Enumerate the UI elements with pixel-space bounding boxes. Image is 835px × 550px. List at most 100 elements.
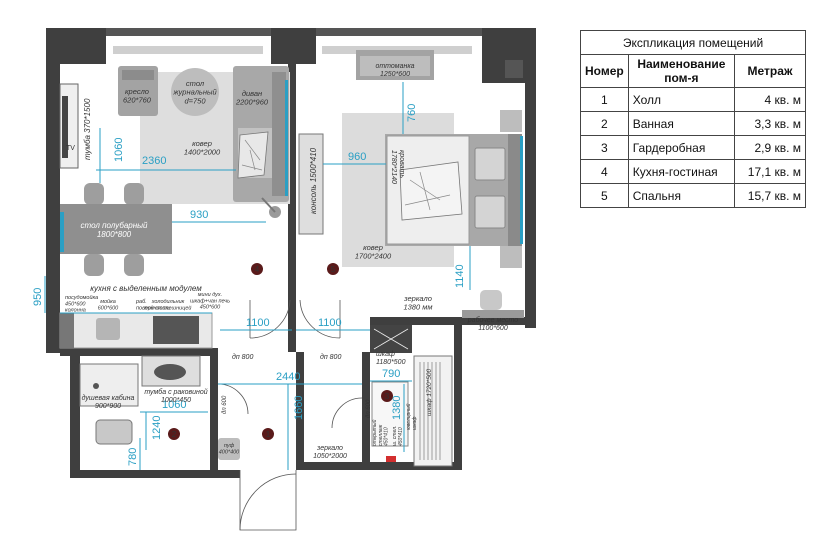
chair	[84, 183, 104, 205]
legend-num: 2	[580, 111, 629, 136]
door-label-right: дп 800	[320, 353, 341, 361]
door-label-left: дп 800	[232, 353, 253, 361]
legend-num: 4	[580, 159, 629, 184]
dim-2360: 2360	[142, 155, 166, 167]
wardrobe-right-label: шкаф 1720*500	[426, 368, 433, 416]
dim-930: 930	[190, 209, 208, 221]
tv-stand-label: тумба 370*1500	[83, 98, 92, 160]
dim-780: 780	[127, 448, 139, 466]
legend-area: 3,3 кв. м	[734, 111, 806, 136]
walls	[46, 28, 536, 478]
chair	[124, 254, 144, 276]
legend-area: 17,1 кв. м	[734, 159, 806, 184]
dim-960: 960	[348, 151, 366, 163]
dim-2440: 2440	[276, 371, 300, 383]
living-window	[113, 46, 263, 54]
chair	[124, 183, 144, 205]
room-marker-2: 2	[168, 428, 180, 440]
svg-text:5: 5	[331, 265, 336, 274]
red-marker	[386, 456, 396, 462]
svg-text:3: 3	[385, 392, 390, 401]
dim-1660: 1660	[293, 396, 305, 420]
shelf-label: открытыйстеллаж450*410	[371, 419, 390, 446]
svg-text:1: 1	[266, 430, 271, 439]
dim-790: 790	[382, 368, 400, 380]
kitchen-label: кухня с выделенным модулем	[90, 284, 202, 293]
door-600-wardrobe: дп 600	[366, 399, 372, 418]
legend-room-name: Гардеробная	[627, 135, 736, 160]
room-marker-4: 4	[251, 263, 263, 275]
dim-1100-left: 1100	[246, 317, 270, 329]
legend-num: 3	[580, 135, 629, 160]
tv-label: TV	[66, 145, 75, 152]
dim-1240: 1240	[151, 416, 163, 440]
legend-header-area: Метраж	[734, 54, 806, 88]
dim-1060-bath: 1060	[162, 399, 186, 411]
legend-room-name: Холл	[627, 87, 736, 112]
legend-header-row: Номер Наименование пом-я Метраж	[580, 54, 806, 88]
dim-760: 760	[406, 104, 418, 122]
jewelry-label: ювелирныйшкаф	[405, 403, 418, 430]
console	[298, 133, 324, 235]
console-label: консоль 1500*410	[309, 147, 318, 214]
throw-blanket	[237, 131, 269, 179]
legend-header-number: Номер	[580, 54, 629, 88]
shower	[79, 363, 139, 407]
plant-pot	[505, 60, 523, 78]
doors	[217, 299, 363, 531]
legend-area: 15,7 кв. м	[734, 183, 806, 208]
dim-1380: 1380	[391, 396, 403, 420]
legend-row: 1 Холл 4 кв. м	[580, 87, 806, 112]
coffee-table	[171, 68, 219, 116]
dim-1060: 1060	[113, 138, 125, 162]
room-marker-3: 3	[381, 390, 393, 402]
workplace-desk	[462, 310, 524, 318]
tv	[62, 96, 68, 158]
legend-row: 2 Ванная 3,3 кв. м	[580, 111, 806, 136]
nightstand	[500, 246, 522, 268]
nightstand	[500, 110, 522, 132]
legend-room-name: Спальня	[627, 183, 736, 208]
room-marker-1: 1	[262, 428, 274, 440]
legend-area: 4 кв. м	[734, 87, 806, 112]
door-600-bath: дп 600	[222, 395, 228, 414]
svg-text:4: 4	[255, 265, 260, 274]
bar-table	[60, 204, 172, 254]
room-marker-5: 5	[327, 263, 339, 275]
legend-room-name: Кухня-гостиная	[627, 159, 736, 184]
bed-label: кровать1780*2140	[390, 150, 405, 184]
work-surface-label: раб.поверхность	[135, 299, 170, 311]
pouf	[218, 438, 240, 460]
legend-num: 1	[580, 87, 629, 112]
wardrobe-right	[413, 355, 453, 467]
dim-1140: 1140	[454, 264, 466, 288]
explication-table: Экспликация помещений Номер Наименование…	[580, 30, 806, 208]
closet-small-label: ш. стел.450*410	[392, 426, 404, 446]
legend-num: 5	[580, 183, 629, 208]
office-chair	[480, 290, 502, 310]
legend-area: 2,9 кв. м	[734, 135, 806, 160]
bed-throw	[399, 161, 463, 221]
legend-header-name: Наименование пом-я	[627, 54, 736, 88]
dim-950: 950	[32, 288, 44, 306]
legend-row: 4 Кухня-гостиная 17,1 кв. м	[580, 159, 806, 184]
dim-1100-right: 1100	[318, 317, 342, 329]
